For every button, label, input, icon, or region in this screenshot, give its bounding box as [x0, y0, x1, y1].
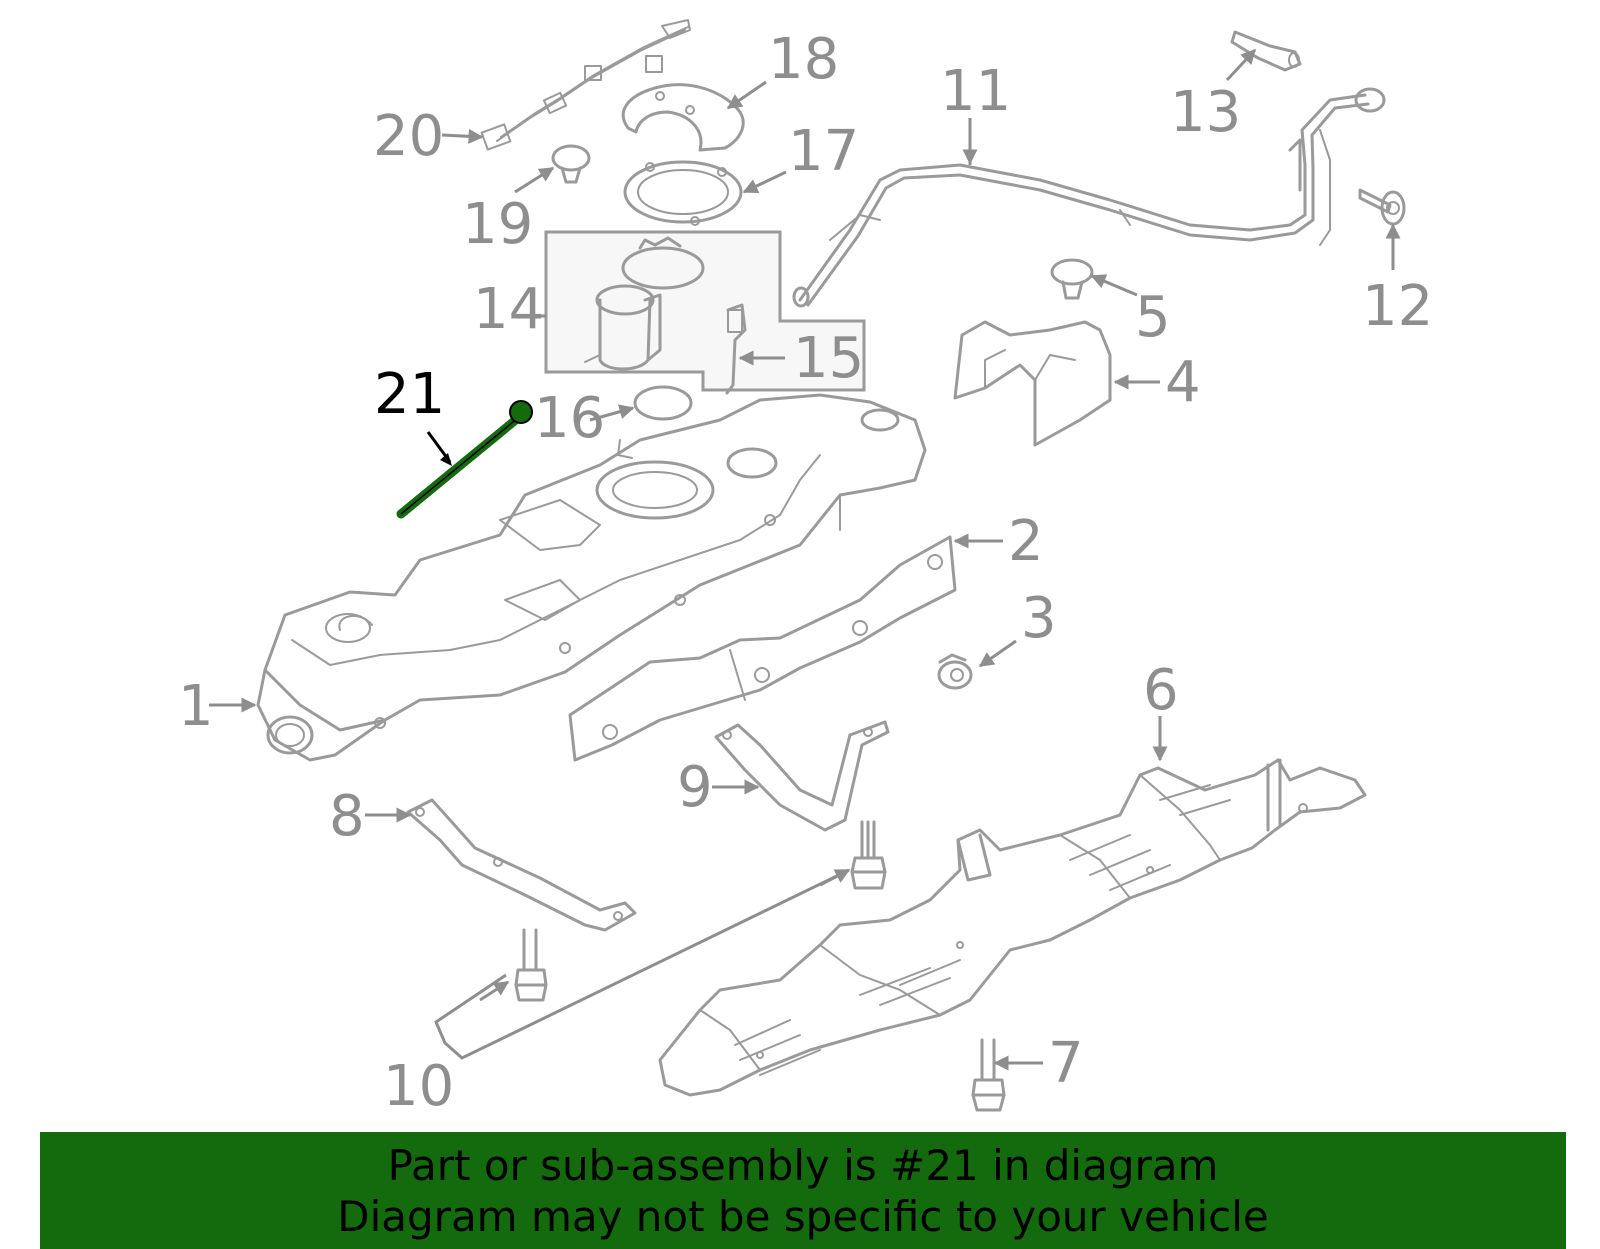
callout-13: 13 — [1170, 80, 1241, 145]
part-5-clip[interactable] — [1050, 258, 1094, 300]
callout-10: 10 — [383, 1054, 454, 1119]
callout-2: 2 — [1008, 509, 1044, 574]
part-17-lock-ring[interactable] — [623, 160, 743, 226]
callout-12: 12 — [1362, 274, 1433, 339]
part-14-15-assembly-box — [544, 230, 866, 392]
leader-21 — [426, 431, 452, 466]
callout-15: 15 — [793, 326, 864, 391]
callout-19: 19 — [462, 192, 533, 257]
callout-18: 18 — [768, 27, 839, 92]
part-1-fuel-tank[interactable] — [256, 393, 927, 762]
banner-line-1: Part or sub-assembly is #21 in diagram — [387, 1141, 1219, 1190]
callout-labels: 1 2 3 4 5 6 7 8 9 10 11 12 13 14 15 16 1… — [178, 27, 1433, 1119]
callout-11: 11 — [940, 59, 1011, 124]
part-2-strap-shield[interactable] — [568, 535, 957, 762]
part-4-shield[interactable] — [953, 320, 1112, 447]
part-8-strap[interactable] — [406, 798, 637, 932]
part-3-clip[interactable] — [937, 653, 973, 690]
part-6-skid-plate[interactable] — [658, 758, 1367, 1097]
callout-3: 3 — [1021, 586, 1057, 651]
callout-14: 14 — [473, 277, 544, 342]
callout-21: 21 — [374, 362, 445, 427]
part-21-highlighted[interactable] — [396, 400, 533, 519]
callout-20: 20 — [373, 104, 444, 169]
part-15-fuel-level-sender[interactable] — [725, 303, 747, 395]
callout-8: 8 — [329, 784, 365, 849]
callout-7: 7 — [1048, 1031, 1084, 1096]
part-20-wiring-harness[interactable] — [480, 19, 691, 151]
part-11-filler-pipe[interactable] — [792, 87, 1386, 308]
part-12-bolt[interactable] — [1358, 188, 1406, 226]
callout-5: 5 — [1135, 285, 1171, 350]
callout-4: 4 — [1165, 350, 1201, 415]
part-9-strap[interactable] — [714, 720, 890, 832]
part-14-fuel-pump[interactable] — [584, 236, 705, 371]
part-16-o-ring[interactable] — [633, 385, 693, 421]
leader-lines — [209, 48, 1401, 1071]
part-10-bolts[interactable] — [514, 820, 887, 1002]
banner-line-2: Diagram may not be specific to your vehi… — [337, 1192, 1269, 1241]
callout-1: 1 — [178, 674, 214, 739]
callout-9: 9 — [677, 755, 713, 820]
part-7-bolt[interactable] — [971, 1038, 1006, 1112]
info-banner: Part or sub-assembly is #21 in diagram D… — [40, 1132, 1566, 1249]
callout-6: 6 — [1143, 658, 1179, 723]
part-13-hose[interactable] — [1230, 30, 1302, 72]
callout-17: 17 — [788, 119, 859, 184]
part-18-heat-shield[interactable] — [621, 83, 745, 152]
part-19-clip[interactable] — [551, 144, 591, 184]
callout-16: 16 — [534, 386, 605, 451]
